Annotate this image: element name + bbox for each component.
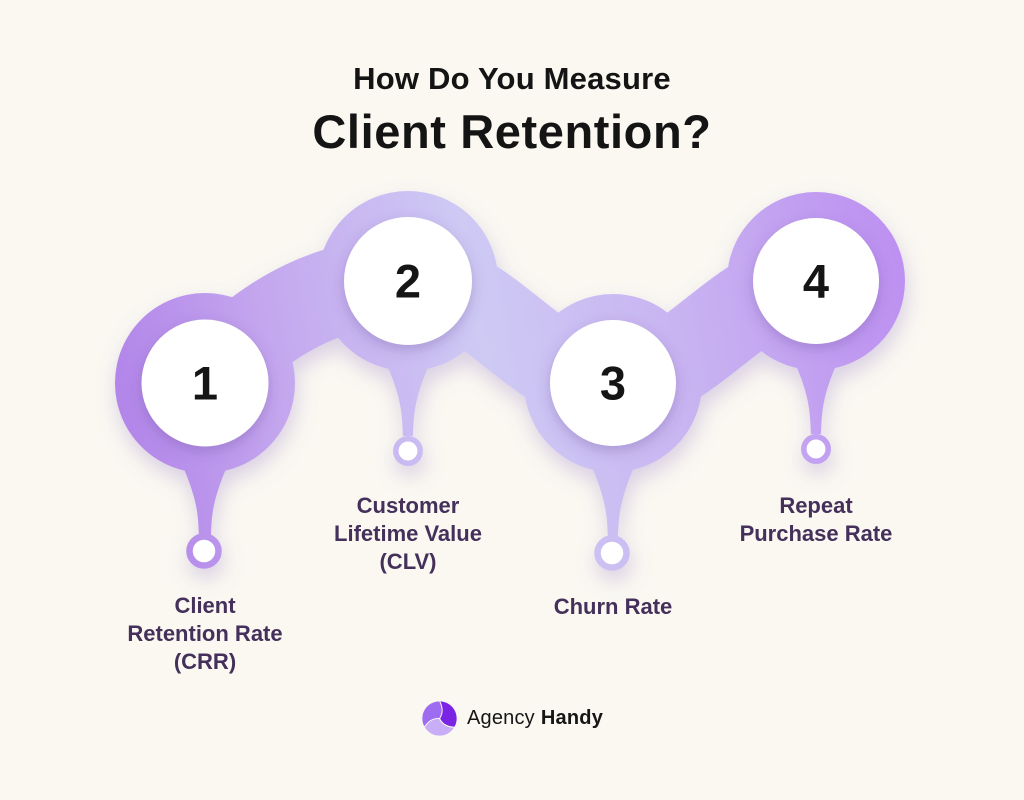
step-3-label: Churn Rate (553, 594, 673, 619)
step-4-drip-ring (801, 434, 831, 464)
brand-name-regular: Agency (466, 707, 535, 729)
step-4-label: Repeat Purchase Rate (739, 493, 893, 546)
page-title: Client Retention? (312, 105, 712, 158)
step-4-number: 4 (802, 254, 830, 308)
step-1-drip-ring (186, 533, 222, 569)
title-line1: How Do You Measure (353, 61, 671, 96)
step-4-node (753, 218, 879, 344)
connector-path (161, 236, 860, 428)
brand-name-bold: Handy (540, 707, 604, 729)
step-1-node (141, 319, 269, 447)
step-3-number: 3 (599, 356, 627, 410)
step-2-drip-ring (393, 436, 423, 466)
step-3-drip-ring (594, 535, 630, 571)
step-1-label: Client Retention Rate (CRR) (127, 593, 283, 674)
step-2-node (344, 217, 472, 345)
agency-handy-logo-icon (421, 700, 458, 737)
title-block: How Do You Measure Client Retention? (0, 60, 1024, 160)
step-3-node (550, 320, 676, 446)
step-2-number: 2 (394, 254, 422, 308)
step-2-label: Customer Lifetime Value (CLV) (334, 493, 482, 574)
step-1-number: 1 (191, 356, 219, 410)
